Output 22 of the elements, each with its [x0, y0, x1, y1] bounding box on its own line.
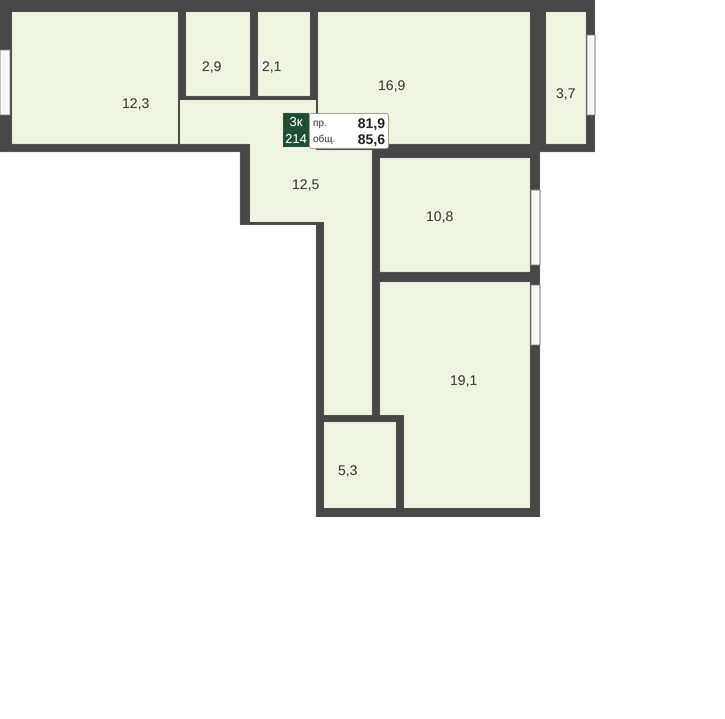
room-area-label: 2,9	[202, 58, 222, 74]
room-floor	[380, 158, 530, 272]
room-area-label: 12,5	[292, 176, 320, 192]
room-area-label: 19,1	[450, 372, 478, 388]
area-value: 81,9	[358, 115, 385, 131]
apartment-type-tag: 3к	[283, 113, 309, 130]
room-floor	[186, 12, 250, 96]
room-area-label: 3,7	[556, 85, 576, 101]
area-caption: общ.	[313, 134, 336, 145]
room-area-label: 12,3	[122, 95, 150, 111]
room-area-label: 2,1	[262, 58, 282, 74]
room-area-label: 5,3	[338, 462, 358, 478]
room-floor	[324, 422, 396, 508]
area-value: 85,6	[358, 131, 385, 147]
room-floor	[12, 12, 178, 144]
room-area-label: 16,9	[378, 77, 406, 93]
room-floor	[380, 282, 530, 508]
room-floor	[546, 12, 586, 144]
area-caption: пр.	[313, 118, 327, 129]
room-floor	[258, 12, 310, 96]
room-area-label: 10,8	[426, 208, 454, 224]
apartment-number-tag: 214	[283, 130, 309, 147]
